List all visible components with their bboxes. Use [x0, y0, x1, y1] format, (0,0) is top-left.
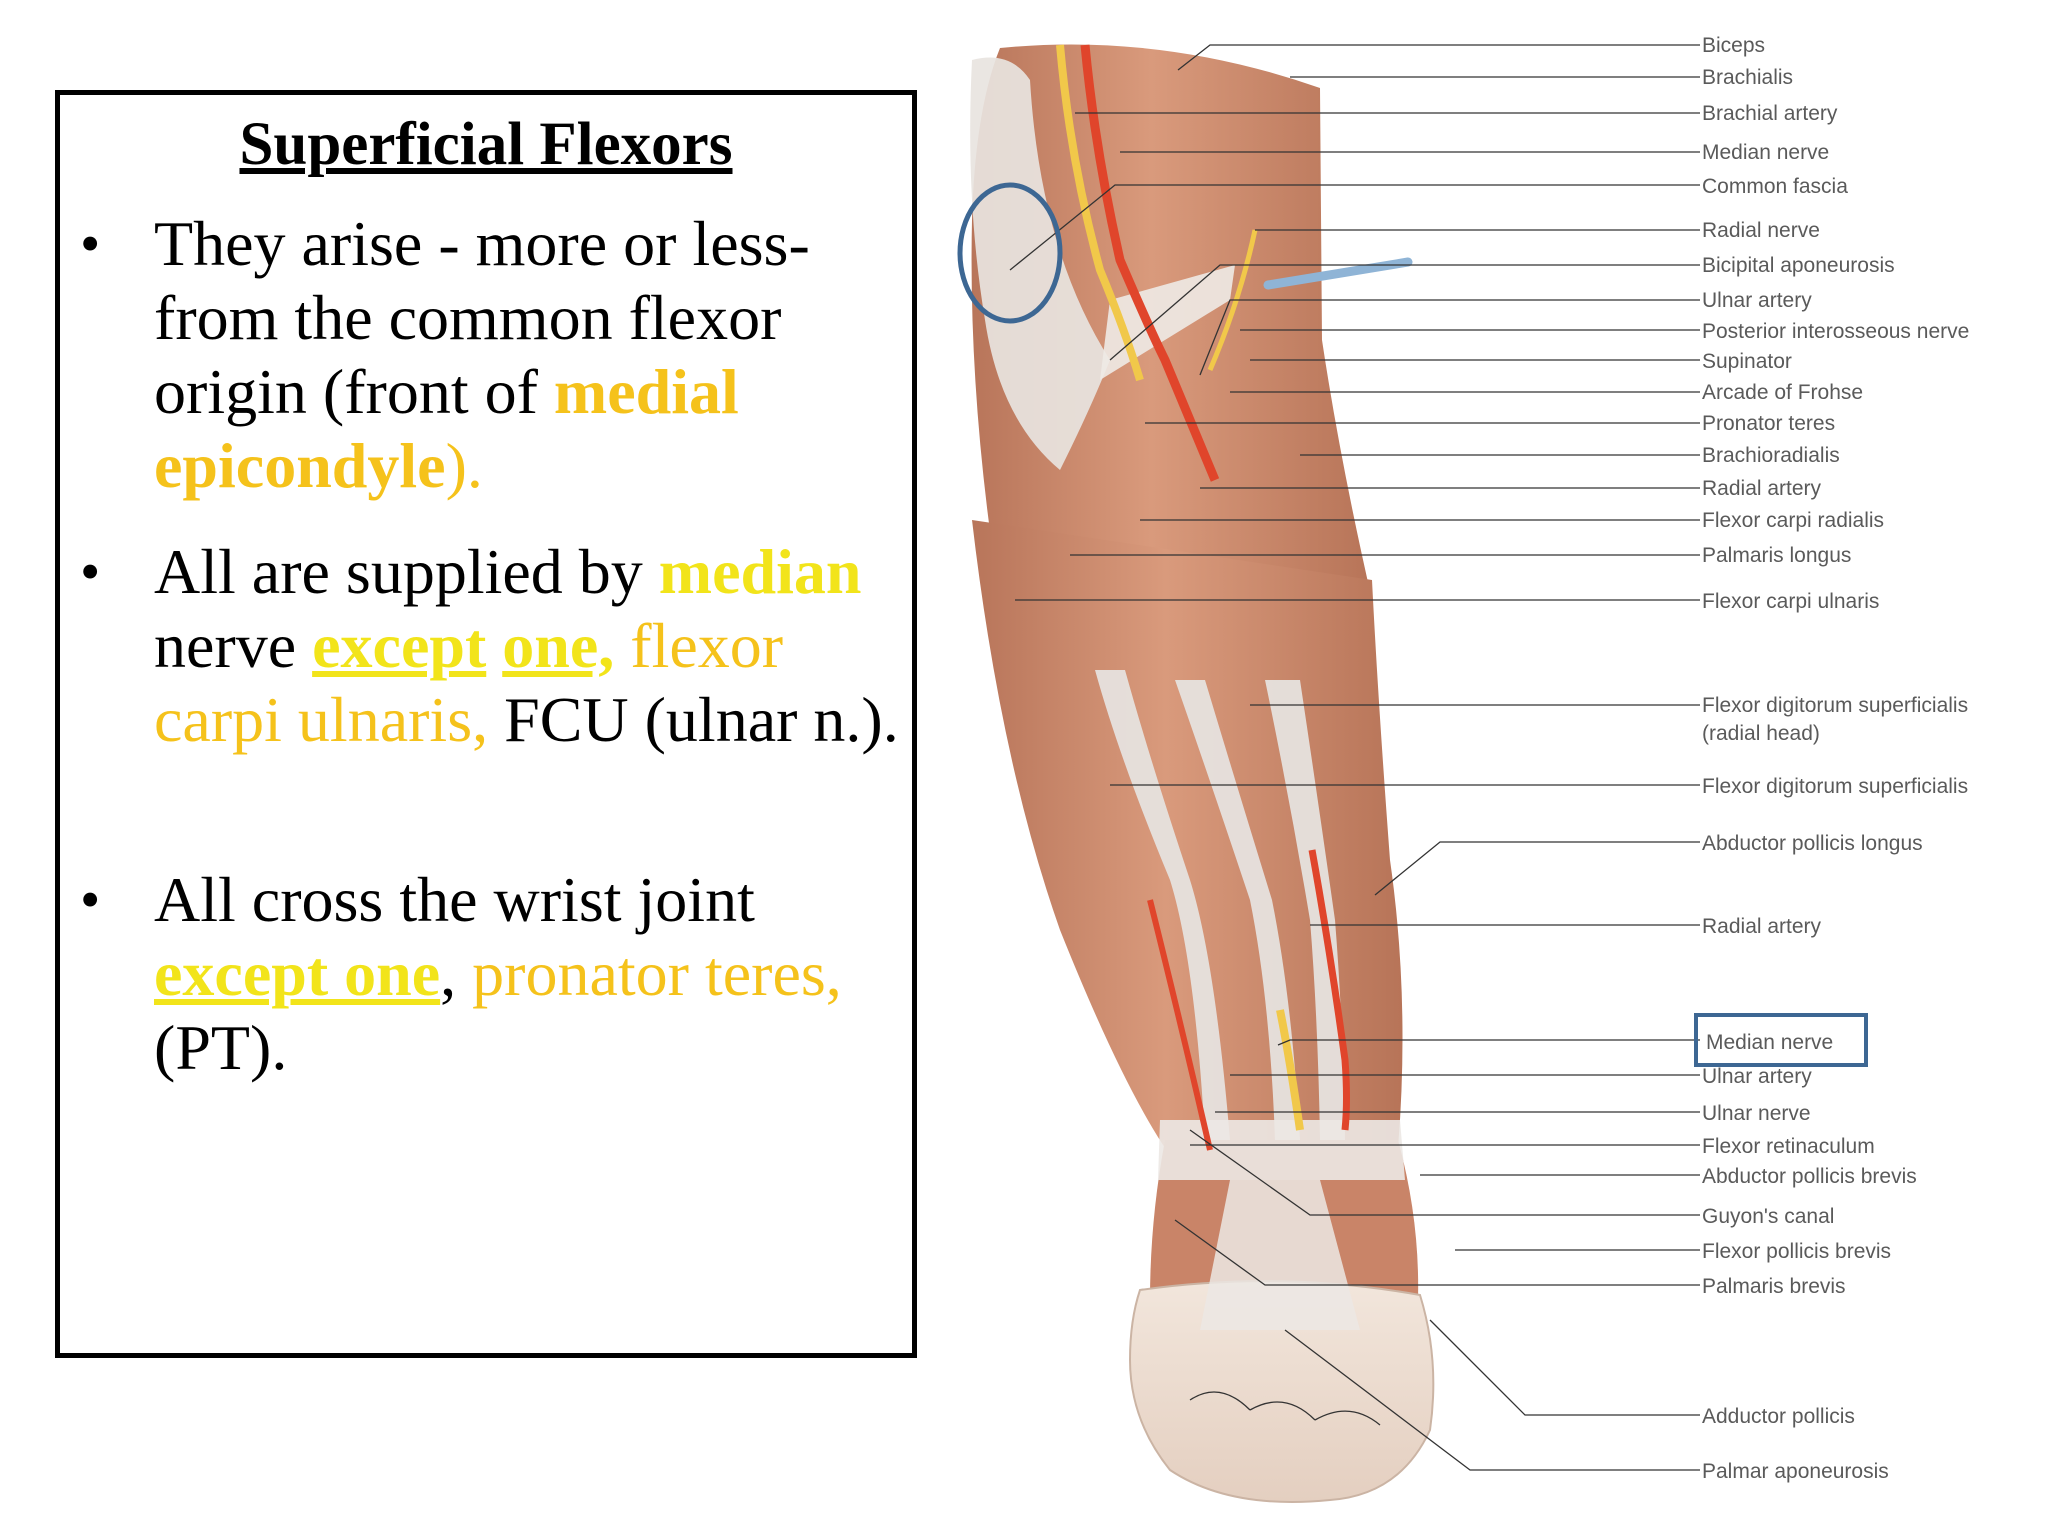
knuckle-lines: [1189, 1391, 1381, 1426]
ulnar-artery: [1147, 899, 1213, 1151]
forearm: [972, 520, 1403, 1148]
label-arcade-of-frohse: Arcade of Frohse: [1702, 381, 1863, 404]
label-median-nerve-distal: Median nerve: [1706, 1031, 1833, 1054]
palmar-aponeurosis: [1200, 1180, 1360, 1330]
forearm-illustration: [970, 44, 1435, 1503]
label-flexor-digitorum-superficialis: Flexor digitorum superficialis: [1702, 775, 1968, 798]
label-palmar-aponeurosis: Palmar aponeurosis: [1702, 1460, 1889, 1483]
label-flexor-retinaculum: Flexor retinaculum: [1702, 1135, 1875, 1158]
label-common-fascia: Common fascia: [1702, 175, 1848, 198]
bullet-text: All cross the wrist joint except one, pr…: [154, 864, 842, 1083]
probe: [1263, 257, 1413, 290]
medial-epicondyle-highlight-circle: [957, 182, 1063, 324]
label-ulnar-nerve: Ulnar nerve: [1702, 1102, 1811, 1125]
label-brachioradialis: Brachioradialis: [1702, 444, 1840, 467]
common-fascia: [970, 57, 1110, 470]
flexor-retinaculum: [1158, 1120, 1405, 1180]
bullet-text: They arise - more or less- from the comm…: [154, 208, 810, 501]
label-posterior-interosseous-nerve: Posterior interosseous nerve: [1702, 320, 1969, 343]
label-radial-artery-distal: Radial artery: [1702, 915, 1822, 938]
label-biceps: Biceps: [1702, 34, 1765, 57]
label-supinator: Supinator: [1702, 350, 1792, 373]
label-flexor-pollicis-brevis: Flexor pollicis brevis: [1702, 1240, 1891, 1263]
label-flexor-carpi-radialis: Flexor carpi radialis: [1702, 509, 1884, 532]
bullet-3: • All cross the wrist joint except one, …: [80, 863, 910, 1085]
diagram-labels: Biceps Brachialis Brachial artery Median…: [1694, 34, 1969, 1483]
label-fds-radial-head: Flexor digitorum superficialis: [1702, 694, 1968, 717]
median-nerve-distal: [1276, 1009, 1304, 1131]
label-abductor-pollicis-longus: Abductor pollicis longus: [1702, 832, 1923, 855]
text-panel: Superficial Flexors • They arise - more …: [55, 90, 917, 1358]
median-nerve: [1056, 44, 1144, 382]
label-fds-radial-head-note: (radial head): [1702, 722, 1820, 745]
label-median-nerve: Median nerve: [1702, 141, 1829, 164]
label-adductor-pollicis: Adductor pollicis: [1702, 1405, 1855, 1428]
label-palmaris-longus: Palmaris longus: [1702, 544, 1851, 567]
label-bicipital-aponeurosis: Bicipital aponeurosis: [1702, 254, 1895, 277]
hand: [1128, 1280, 1435, 1503]
label-ulnar-artery-distal: Ulnar artery: [1702, 1065, 1812, 1088]
bullet-text: All are supplied by median nerve except …: [154, 536, 899, 755]
label-radial-nerve: Radial nerve: [1702, 219, 1820, 242]
label-radial-artery: Radial artery: [1702, 477, 1822, 500]
median-nerve-highlight-box: [1694, 1013, 1868, 1067]
bullet-1: • They arise - more or less- from the co…: [80, 207, 910, 503]
label-abductor-pollicis-brevis: Abductor pollicis brevis: [1702, 1165, 1917, 1188]
label-brachialis: Brachialis: [1702, 66, 1793, 89]
brachial-artery: [1080, 44, 1220, 482]
bullet-dot: •: [80, 211, 101, 276]
label-ulnar-artery: Ulnar artery: [1702, 289, 1812, 312]
radial-artery: [1308, 849, 1350, 1131]
slide-title: Superficial Flexors: [239, 111, 733, 178]
label-palmaris-brevis: Palmaris brevis: [1702, 1275, 1846, 1298]
bullet-dot: •: [80, 539, 101, 604]
label-pronator-teres: Pronator teres: [1702, 412, 1835, 435]
leader-lines: [1009, 44, 1700, 1471]
bullet-dot: •: [80, 867, 101, 932]
label-brachial-artery: Brachial artery: [1702, 102, 1838, 125]
bullet-2: • All are supplied by median nerve excep…: [80, 535, 910, 757]
label-guyons-canal: Guyon's canal: [1702, 1205, 1834, 1228]
label-flexor-carpi-ulnaris: Flexor carpi ulnaris: [1702, 590, 1879, 613]
